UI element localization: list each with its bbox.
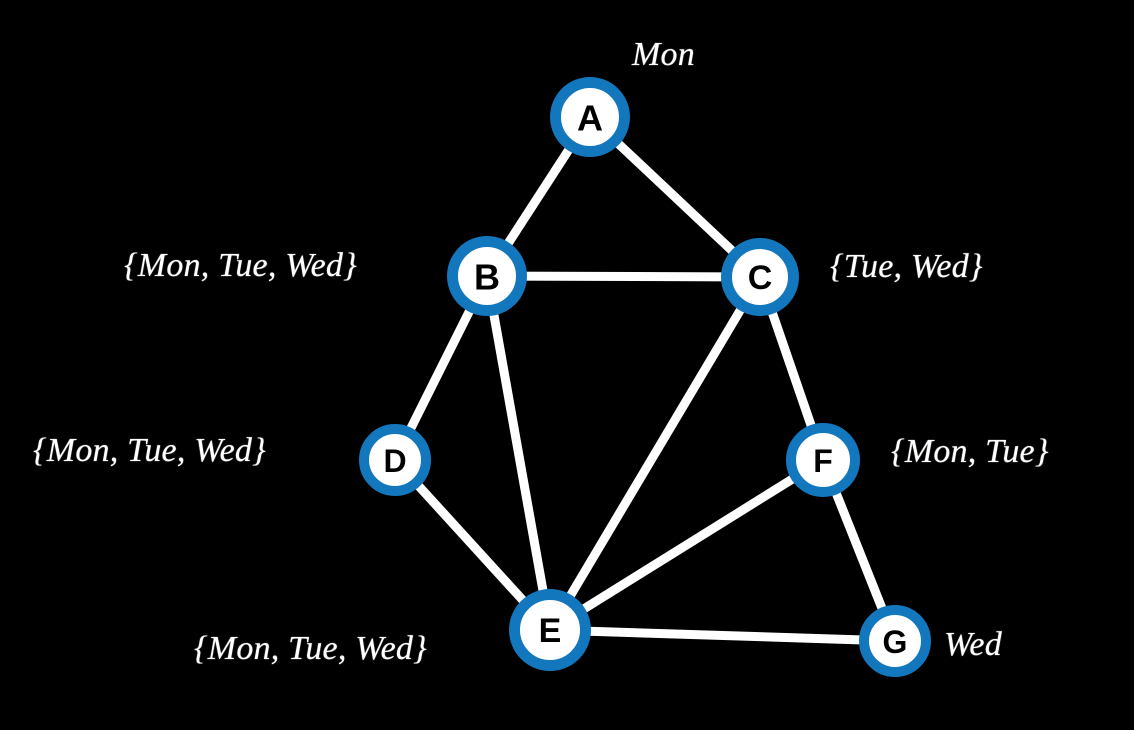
domain-label-b: {Mon, Tue, Wed} <box>124 247 357 284</box>
node-circle <box>786 423 860 497</box>
node-letter: A <box>577 98 603 139</box>
node-circle <box>359 424 431 496</box>
graph-node-d[interactable]: D <box>359 424 431 496</box>
graph-edge <box>545 272 765 635</box>
graph-node-c[interactable]: C <box>721 238 799 316</box>
graph-node-a[interactable]: A <box>550 77 630 157</box>
edge-layer <box>390 112 900 646</box>
graph-node-e[interactable]: E <box>509 589 591 671</box>
domain-label-d: {Mon, Tue, Wed} <box>33 432 266 469</box>
node-circle <box>550 77 630 157</box>
node-letter: C <box>748 259 773 297</box>
node-circle <box>859 605 931 677</box>
domain-label-f: {Mon, Tue} <box>891 433 1049 470</box>
graph-node-f[interactable]: F <box>786 423 860 497</box>
node-letter: F <box>813 443 833 479</box>
domain-label-c: {Tue, Wed} <box>830 248 983 285</box>
node-letter: B <box>474 257 500 298</box>
graph-edge <box>482 271 555 635</box>
graph-node-b[interactable]: B <box>447 236 527 316</box>
node-circle <box>447 236 527 316</box>
domain-label-g: Wed <box>944 626 1002 663</box>
node-letter: E <box>539 612 562 650</box>
node-circle <box>509 589 591 671</box>
domain-label-e: {Mon, Tue, Wed} <box>194 630 427 667</box>
domain-label-a: Mon <box>632 36 695 73</box>
node-letter: D <box>383 443 406 479</box>
node-circle <box>721 238 799 316</box>
graph-node-g[interactable]: G <box>859 605 931 677</box>
graph-edge <box>545 455 828 635</box>
graph-edge <box>545 625 900 646</box>
graph-edge <box>482 271 765 282</box>
node-letter: G <box>883 624 908 660</box>
node-layer: A B C D E F G <box>359 77 931 677</box>
